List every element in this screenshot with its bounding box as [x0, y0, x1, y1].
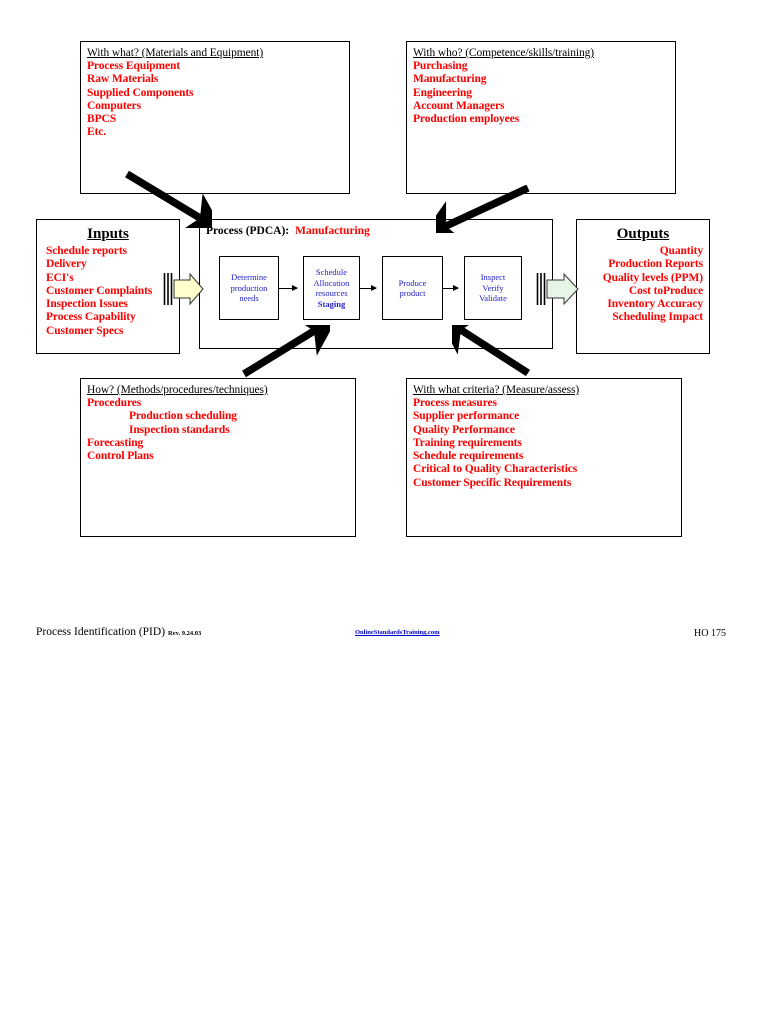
context-box-criteria-list: Process measures Supplier performance Qu… — [413, 397, 681, 490]
footer-revision: Rev. 9.24.03 — [168, 630, 202, 637]
list-item: Inspection standards — [129, 423, 230, 436]
step-line: needs — [239, 293, 259, 304]
page-footer: Process Identification (PID)Rev. 9.24.03… — [0, 626, 768, 648]
list-item: Scheduling Impact — [612, 311, 703, 324]
list-item: Procedures — [87, 397, 142, 409]
step-connector-arrow-icon — [360, 285, 377, 291]
list-item: Control Plans — [87, 450, 154, 463]
input-block-arrow-icon — [163, 272, 204, 306]
arrow-how-to-process-icon — [242, 325, 330, 378]
context-box-criteria-title: With what criteria? (Measure/assess) — [413, 384, 580, 396]
outputs-box: Outputs Quantity Production Reports Qual… — [576, 219, 710, 354]
footer-handout-number: HO 175 — [694, 628, 726, 639]
process-label: Process (PDCA): — [206, 225, 290, 237]
context-box-with-who-title: With who? (Competence/skills/training) — [413, 47, 594, 59]
list-item: Production Reports — [608, 258, 703, 271]
list-item: Forecasting — [87, 436, 144, 449]
step-line: Schedule — [315, 267, 348, 277]
list-item: Process Capability — [46, 311, 136, 324]
footer-title-text: Process Identification (PID) — [36, 626, 166, 638]
list-item: Process Equipment — [87, 60, 180, 72]
list-item: Delivery — [46, 258, 87, 271]
step-line: Inspect — [480, 272, 506, 283]
inputs-list: Schedule reports Delivery ECI's Customer… — [37, 245, 179, 338]
list-item: Process measures — [413, 397, 497, 409]
list-item: Customer Specific Requirements — [413, 476, 572, 489]
list-item: Raw Materials — [87, 73, 159, 86]
outputs-heading: Outputs — [616, 226, 670, 242]
outputs-list: Quantity Production Reports Quality leve… — [577, 245, 709, 325]
step-line: resources — [315, 288, 348, 298]
list-item: Schedule requirements — [413, 450, 524, 463]
arrow-with-who-to-process-icon — [436, 185, 530, 233]
list-item: Manufacturing — [413, 73, 487, 86]
output-block-arrow-icon — [536, 272, 579, 306]
list-item: Supplied Components — [87, 86, 194, 99]
inputs-heading: Inputs — [87, 226, 129, 242]
list-item: Purchasing — [413, 60, 468, 72]
list-item: Customer Complaints — [46, 284, 153, 297]
list-item: Account Managers — [413, 99, 505, 112]
process-step-schedule-allocation: Schedule Allocation resources Staging — [303, 256, 360, 320]
context-box-criteria: With what criteria? (Measure/assess) Pro… — [406, 378, 682, 537]
list-item: Cost toProduce — [628, 284, 703, 297]
process-step-determine-production-needs: Determine production needs — [219, 256, 279, 320]
arrow-with-what-to-process-icon — [125, 170, 212, 228]
step-line: Staging — [317, 298, 346, 309]
list-item: Inspection Issues — [46, 298, 128, 311]
list-item: Customer Specs — [46, 324, 124, 337]
step-connector-arrow-icon — [279, 285, 298, 291]
step-line: Allocation — [313, 277, 350, 288]
process-step-produce-product: Produce product — [382, 256, 443, 320]
list-item: Quantity — [659, 245, 703, 257]
context-box-with-who: With who? (Competence/skills/training) P… — [406, 41, 676, 194]
process-step-inspect-verify-validate: Inspect Verify Validate — [464, 256, 522, 320]
context-box-how-title: How? (Methods/procedures/techniques) — [87, 384, 268, 396]
list-item: Supplier performance — [413, 410, 520, 423]
process-name: Manufacturing — [295, 225, 370, 237]
list-item: BPCS — [87, 113, 116, 126]
list-item: Inventory Accuracy — [607, 298, 703, 311]
context-box-how: How? (Methods/procedures/techniques) Pro… — [80, 378, 356, 537]
context-box-how-list: Procedures Production scheduling Inspect… — [87, 397, 355, 463]
step-line: Produce — [398, 277, 427, 288]
step-line: Validate — [479, 293, 507, 304]
list-item: Quality levels (PPM) — [602, 271, 703, 284]
process-header: Process (PDCA): Manufacturing — [206, 225, 370, 237]
context-box-with-what-title: With what? (Materials and Equipment) — [87, 47, 264, 59]
inputs-box: Inputs Schedule reports Delivery ECI's C… — [36, 219, 180, 354]
step-line: Verify — [482, 282, 504, 293]
list-item: Etc. — [87, 126, 107, 139]
list-item: Quality Performance — [413, 423, 515, 436]
step-connector-arrow-icon — [443, 285, 459, 291]
list-item: Production employees — [413, 113, 520, 126]
list-item: Training requirements — [413, 436, 522, 449]
list-item: Computers — [87, 99, 142, 112]
context-box-with-what: With what? (Materials and Equipment) Pro… — [80, 41, 350, 194]
footer-website-link[interactable]: OnlineStandardsTraining.com — [355, 629, 440, 636]
list-item: Engineering — [413, 86, 472, 99]
list-item: Production scheduling — [129, 410, 237, 423]
list-item: ECI's — [46, 271, 74, 284]
list-item: Critical to Quality Characteristics — [413, 463, 578, 476]
step-line: Determine — [231, 272, 267, 283]
list-item: Schedule reports — [46, 245, 127, 257]
context-box-with-who-list: Purchasing Manufacturing Engineering Acc… — [413, 60, 675, 126]
step-line: product — [399, 288, 426, 298]
step-line: production — [230, 282, 268, 293]
arrow-criteria-to-process-icon — [452, 325, 531, 377]
footer-title: Process Identification (PID)Rev. 9.24.03 — [36, 626, 201, 638]
context-box-with-what-list: Process Equipment Raw Materials Supplied… — [87, 60, 349, 140]
